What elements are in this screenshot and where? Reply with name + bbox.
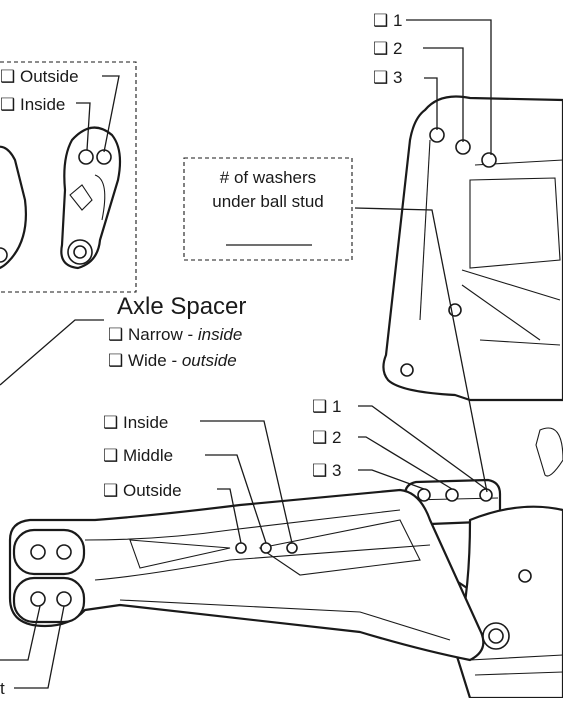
camber-bottom-option-3: 3 (332, 461, 341, 480)
link-parts-drawing (0, 61, 137, 293)
arm-option-outside: Outside (123, 481, 182, 500)
checkbox-icon: ❑ (108, 351, 123, 370)
checkbox-icon: ❑ (108, 325, 123, 344)
camber-top-option-2: 2 (393, 39, 402, 58)
checkbox-icon: ❑ (373, 39, 388, 58)
link-option-outside: Outside (20, 67, 79, 86)
checkbox-icon: ❑ (373, 68, 388, 87)
arm-hole-outside (286, 542, 298, 554)
checkbox-icon: ❑ (312, 428, 327, 447)
checkbox-icon: ❑ (0, 67, 15, 86)
washers-box: # of washers under ball stud (183, 157, 488, 493)
svg-text:❑ Wide - outside: ❑ Wide - outside (108, 351, 237, 370)
link-position-checklist: ❑ Outside ❑ Inside (0, 67, 120, 153)
axle-spacer-title: Axle Spacer (117, 293, 246, 320)
upright-hole-1 (417, 488, 431, 502)
svg-text:❑ Inside: ❑ Inside (103, 413, 168, 432)
svg-text:❑ Middle: ❑ Middle (103, 446, 173, 465)
link-hole-outside (96, 149, 112, 165)
arm-option-middle: Middle (123, 446, 173, 465)
svg-text:❑ 3: ❑ 3 (373, 68, 402, 87)
camber-top-option-1: 1 (393, 11, 402, 30)
camber-top-checklist: ❑ 1 ❑ 2 ❑ 3 (373, 11, 492, 155)
link-option-inside: Inside (20, 95, 65, 114)
svg-text:❑ 2: ❑ 2 (312, 428, 341, 447)
arm-option-inside: Inside (123, 413, 168, 432)
svg-text:❑ 1: ❑ 1 (312, 397, 341, 416)
axle-wide-label: Wide - (128, 351, 182, 370)
suspension-arm-drawing (8, 488, 510, 662)
tower-hole-2 (455, 139, 471, 155)
tower-hole-3 (481, 152, 497, 168)
tower-hole-1 (429, 127, 445, 143)
camber-top-option-3: 3 (393, 68, 402, 87)
washers-line-2: under ball stud (212, 192, 324, 211)
svg-text:❑ 1: ❑ 1 (373, 11, 402, 30)
checkbox-icon: ❑ (312, 397, 327, 416)
hinge-hole-c (30, 591, 46, 607)
arm-position-checklist: ❑ Inside ❑ Middle ❑ Outside (103, 413, 293, 544)
svg-text:❑ Outside: ❑ Outside (103, 481, 182, 500)
camber-bottom-option-2: 2 (332, 428, 341, 447)
washers-line-1: # of washers (220, 168, 316, 187)
hinge-hole-d (56, 591, 72, 607)
hinge-hole-a (30, 544, 46, 560)
checkbox-icon: ❑ (103, 413, 118, 432)
svg-text:❑ Outside: ❑ Outside (0, 67, 79, 86)
checkbox-icon: ❑ (0, 95, 15, 114)
checkbox-icon: ❑ (312, 461, 327, 480)
axle-narrow-label: Narrow - (128, 325, 198, 344)
checkbox-icon: ❑ (103, 446, 118, 465)
bottom-left-leaders: t (0, 605, 65, 698)
axle-narrow-value: inside (198, 325, 242, 344)
cut-off-label: t (0, 679, 5, 698)
checkbox-icon: ❑ (373, 11, 388, 30)
arm-hole-middle (260, 542, 272, 554)
axle-wide-value: outside (182, 351, 237, 370)
svg-text:❑ Narrow - inside: ❑ Narrow - inside (108, 325, 242, 344)
arm-hole-inside (235, 542, 247, 554)
upright-hole-3 (479, 488, 493, 502)
svg-text:❑ Inside: ❑ Inside (0, 95, 65, 114)
svg-text:❑ 2: ❑ 2 (373, 39, 402, 58)
hinge-hole-b (56, 544, 72, 560)
svg-text:❑ 3: ❑ 3 (312, 461, 341, 480)
checkbox-icon: ❑ (103, 481, 118, 500)
upright-hole-2 (445, 488, 459, 502)
axle-spacer-section: Axle Spacer ❑ Narrow - inside ❑ Wide - o… (0, 293, 246, 386)
link-hole-inside (78, 149, 94, 165)
camber-bottom-option-1: 1 (332, 397, 341, 416)
camber-bottom-checklist: ❑ 1 ❑ 2 ❑ 3 (312, 397, 487, 490)
